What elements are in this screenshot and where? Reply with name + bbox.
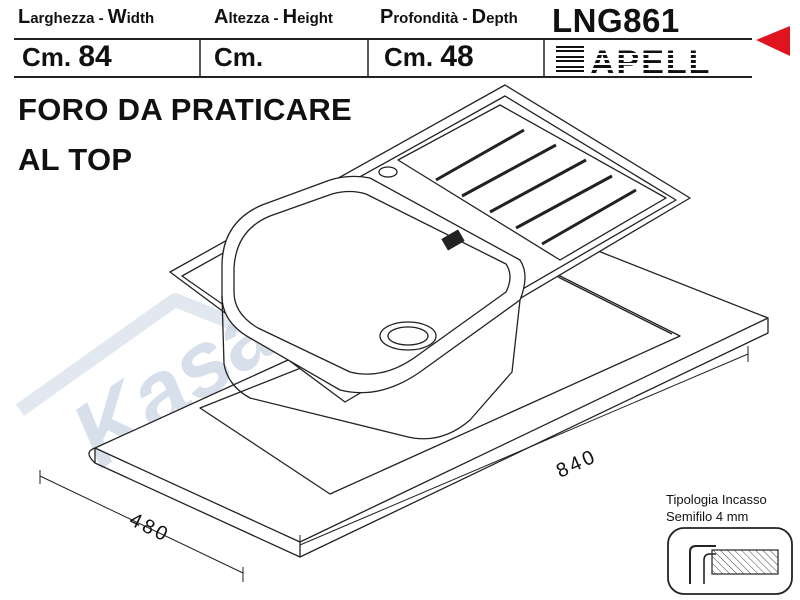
header-rule-bottom — [14, 76, 752, 78]
width-value: Cm. 84 — [22, 40, 112, 73]
dimension-480-label: 480 — [126, 509, 174, 547]
depth-value: Cm. 48 — [384, 40, 474, 73]
width-label: Larghezza - Width — [18, 6, 155, 28]
height-value: Cm. — [214, 42, 264, 72]
dimension-480-line — [39, 470, 244, 582]
height-label: Altezza - Height — [214, 6, 333, 28]
header-rule-top — [14, 38, 752, 40]
installation-edge-label: Semifilo 4 mm — [666, 509, 749, 524]
cutout-title-line1: FORO DA PRATICARE — [18, 92, 353, 127]
installation-type-label: Tipologia Incasso — [666, 492, 767, 507]
cutout-title-line2: AL TOP — [18, 142, 133, 177]
depth-label: Profondità - Depth — [380, 6, 518, 28]
dimension-840-label: 840 — [553, 445, 601, 482]
model-code: LNG861 — [552, 2, 680, 39]
sink — [169, 84, 691, 440]
cutout-hole — [199, 269, 681, 495]
